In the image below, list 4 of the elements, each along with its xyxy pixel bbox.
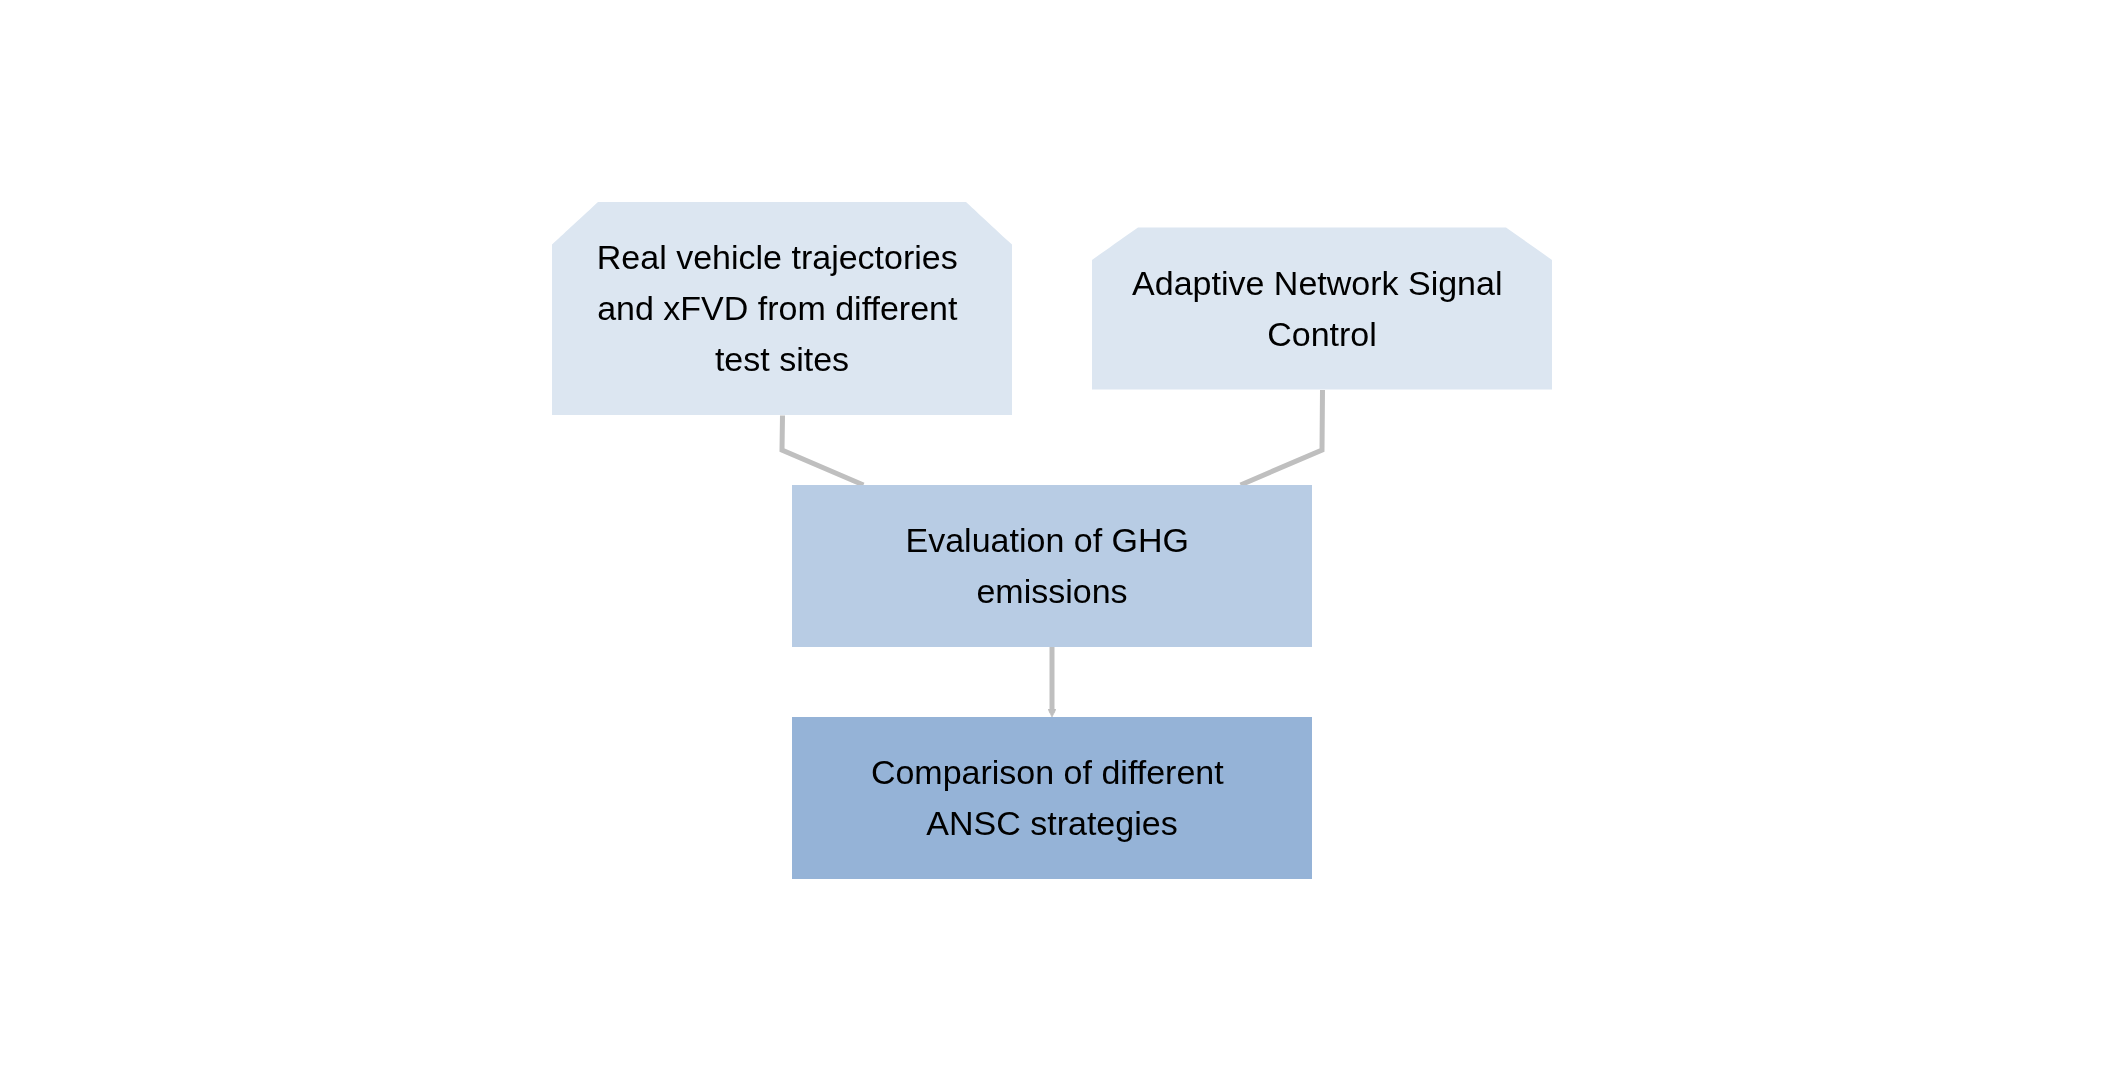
- node-box: Comparison of different ANSC strategies: [792, 717, 1312, 879]
- node-box: Evaluation of GHG emissions: [792, 485, 1312, 647]
- connector: [779, 415, 865, 488]
- arrow: [1047, 647, 1057, 718]
